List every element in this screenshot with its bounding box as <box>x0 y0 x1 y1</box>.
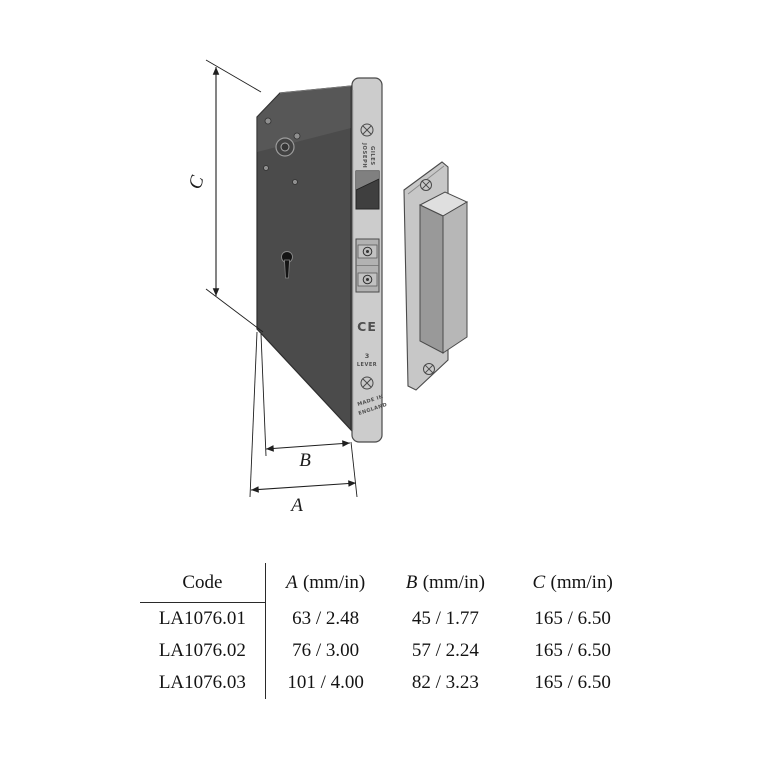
lock-case-top-edge <box>279 85 352 94</box>
table-header-a: A (mm/in) <box>286 572 366 593</box>
cell-dim-a: 101 / 4.00 <box>287 672 364 693</box>
lock-case <box>256 85 352 432</box>
dim-b-ext-left <box>260 333 267 457</box>
cell-dim-c: 165 / 6.50 <box>534 608 611 629</box>
latch-bolt <box>355 170 380 210</box>
lock-case-sheen <box>257 86 351 152</box>
faceplate: JOSEPH GILES CE 3 <box>351 77 388 443</box>
lever-count: 3 <box>365 352 370 360</box>
cell-code: LA1076.03 <box>140 667 266 699</box>
dim-c-ext-top <box>205 59 262 93</box>
cell-dim-a: 63 / 2.48 <box>292 608 360 629</box>
table-header-b: B (mm/in) <box>405 572 485 593</box>
dim-a-ext-left <box>249 331 258 498</box>
dim-a-line <box>250 480 357 493</box>
table-header-code: Code <box>140 563 266 603</box>
cell-dim-c: 165 / 6.50 <box>534 672 611 693</box>
dim-label-b: B <box>299 450 311 471</box>
brand-engraving-line2: GILES <box>369 146 375 166</box>
screw-icon <box>420 179 432 191</box>
keep-box <box>418 191 469 354</box>
cell-code: LA1076.02 <box>140 635 266 667</box>
dimension-lines <box>205 59 358 498</box>
keep-box-side <box>419 204 444 354</box>
dim-c-ext-bottom <box>205 288 264 333</box>
case-screw-hole <box>293 132 301 140</box>
dim-ab-ext-right <box>350 441 358 498</box>
strike-plate <box>403 161 469 391</box>
case-hub <box>275 137 295 157</box>
table-row: LA1076.03 101 / 4.00 82 / 3.23 165 / 6.5… <box>140 667 640 699</box>
keep-box-front <box>442 201 468 354</box>
table-row: LA1076.02 76 / 3.00 57 / 2.24 165 / 6.50 <box>140 635 640 667</box>
cell-dim-b: 57 / 2.24 <box>411 640 479 661</box>
table-header-c: C (mm/in) <box>532 572 613 593</box>
cell-code: LA1076.01 <box>140 603 266 635</box>
screw-icon <box>423 363 435 375</box>
dim-label-a: A <box>289 495 303 516</box>
dimension-table: Code A (mm/in) B (mm/in) C (mm/in) LA107… <box>140 563 640 699</box>
brand-engraving-line1: JOSEPH <box>361 142 367 168</box>
screw-icon <box>360 123 374 137</box>
deadbolt <box>355 238 380 293</box>
screw-icon <box>360 376 374 390</box>
cell-dim-b: 82 / 3.23 <box>411 672 479 693</box>
case-screw-hole <box>263 165 269 171</box>
table-row: LA1076.01 63 / 2.48 45 / 1.77 165 / 6.50 <box>140 603 640 635</box>
lock-technical-drawing: JOSEPH GILES CE 3 <box>185 59 469 516</box>
ce-mark: CE <box>357 319 377 334</box>
case-screw-hole <box>292 179 298 185</box>
cell-dim-c: 165 / 6.50 <box>534 640 611 661</box>
cell-dim-a: 76 / 3.00 <box>292 640 360 661</box>
dim-b-line <box>265 440 351 452</box>
keyhole <box>281 251 293 279</box>
lever-label: LEVER <box>357 362 377 368</box>
dim-label-c: C <box>185 173 209 191</box>
cell-dim-b: 45 / 1.77 <box>411 608 479 629</box>
table-header-row: Code A (mm/in) B (mm/in) C (mm/in) <box>140 563 640 603</box>
case-screw-hole <box>264 117 272 125</box>
